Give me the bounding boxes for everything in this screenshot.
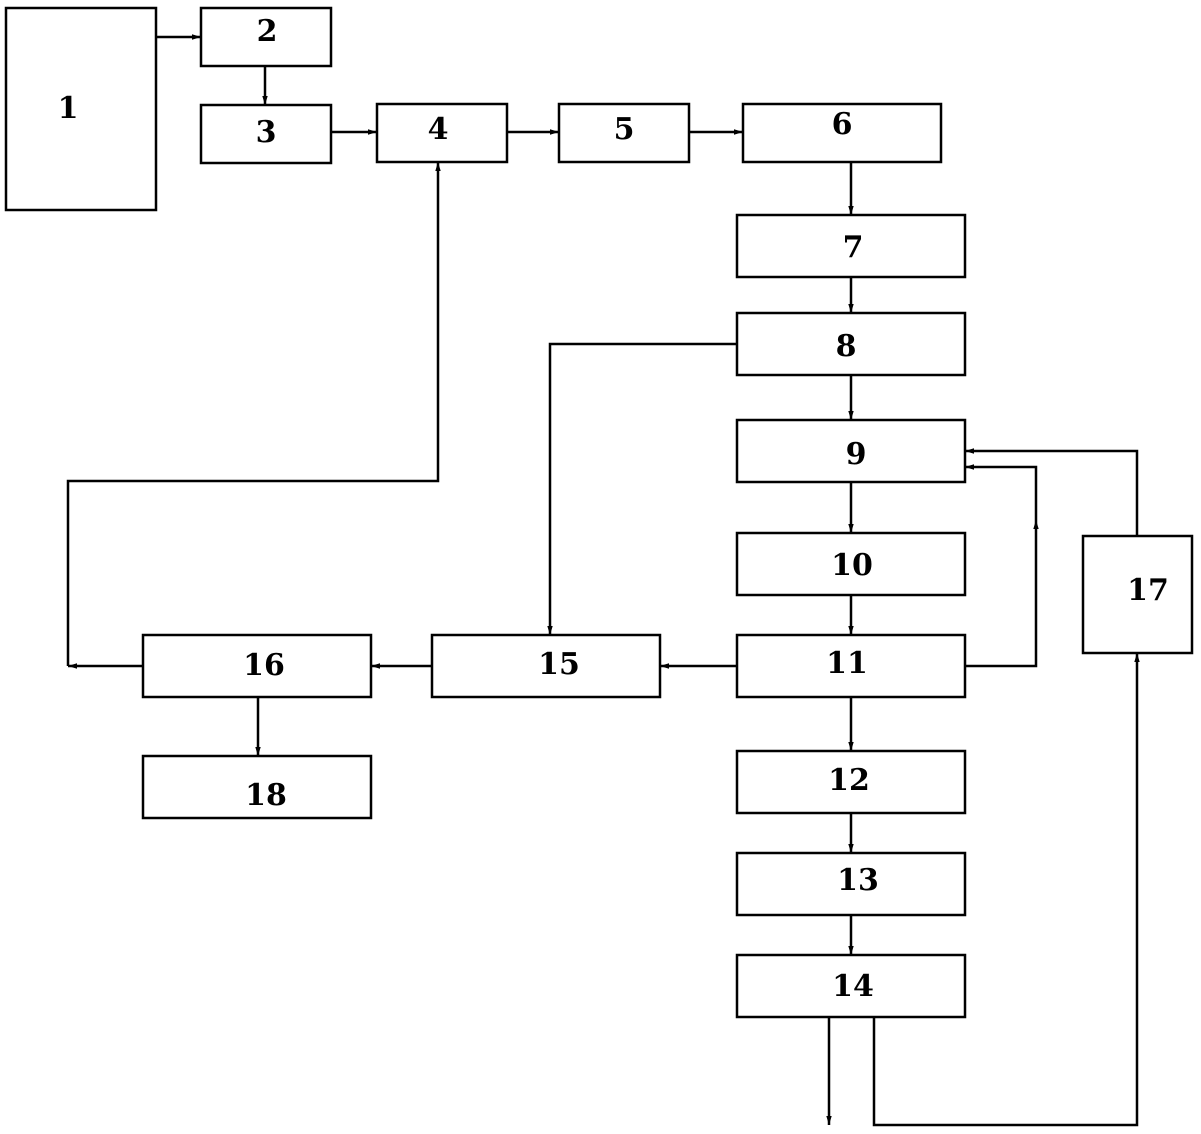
box-5: 5 xyxy=(557,102,691,164)
box-2-label: 2 xyxy=(257,14,278,49)
box-7: 7 xyxy=(735,213,967,279)
box-7-label: 7 xyxy=(843,230,864,265)
arrow-16-to-4 xyxy=(66,162,441,666)
box-12-label: 12 xyxy=(828,763,870,798)
box-15-label: 15 xyxy=(538,647,580,682)
box-17: 17 xyxy=(1081,534,1194,655)
arrow-11-recycle-up xyxy=(965,520,1039,668)
box-10-label: 10 xyxy=(831,548,873,583)
box-6-label: 6 xyxy=(832,107,853,142)
box-17-label: 17 xyxy=(1127,573,1169,608)
box-2: 2 xyxy=(199,6,333,68)
box-14: 14 xyxy=(735,953,967,1019)
box-13-label: 13 xyxy=(837,863,879,898)
box-11: 11 xyxy=(735,633,967,699)
box-8-label: 8 xyxy=(836,329,857,364)
box-18-label: 18 xyxy=(245,778,287,813)
box-5-label: 5 xyxy=(614,112,635,147)
box-1-label: 1 xyxy=(58,91,79,126)
box-4-label: 4 xyxy=(428,112,449,147)
arrow-11-recycle-to-9 xyxy=(965,464,1038,520)
box-9: 9 xyxy=(735,418,967,484)
box-15: 15 xyxy=(430,633,662,699)
box-3: 3 xyxy=(199,103,333,165)
arrow-8-to-15 xyxy=(547,342,737,635)
box-6: 6 xyxy=(741,102,943,164)
box-16: 16 xyxy=(141,633,373,699)
arrow-14-to-17 xyxy=(872,653,1140,1127)
box-18: 18 xyxy=(141,754,373,820)
box-10: 10 xyxy=(735,531,967,597)
box-11-label: 11 xyxy=(826,646,868,681)
arrow-17-to-9 xyxy=(965,448,1139,536)
box-14-label: 14 xyxy=(832,969,874,1004)
box-9-label: 9 xyxy=(846,437,867,472)
box-12: 12 xyxy=(735,749,967,815)
box-16-label: 16 xyxy=(243,648,285,683)
box-8: 8 xyxy=(735,311,967,377)
box-1: 1 xyxy=(4,6,158,212)
box-13: 13 xyxy=(735,851,967,917)
box-3-label: 3 xyxy=(256,115,277,150)
box-4: 4 xyxy=(375,102,509,164)
